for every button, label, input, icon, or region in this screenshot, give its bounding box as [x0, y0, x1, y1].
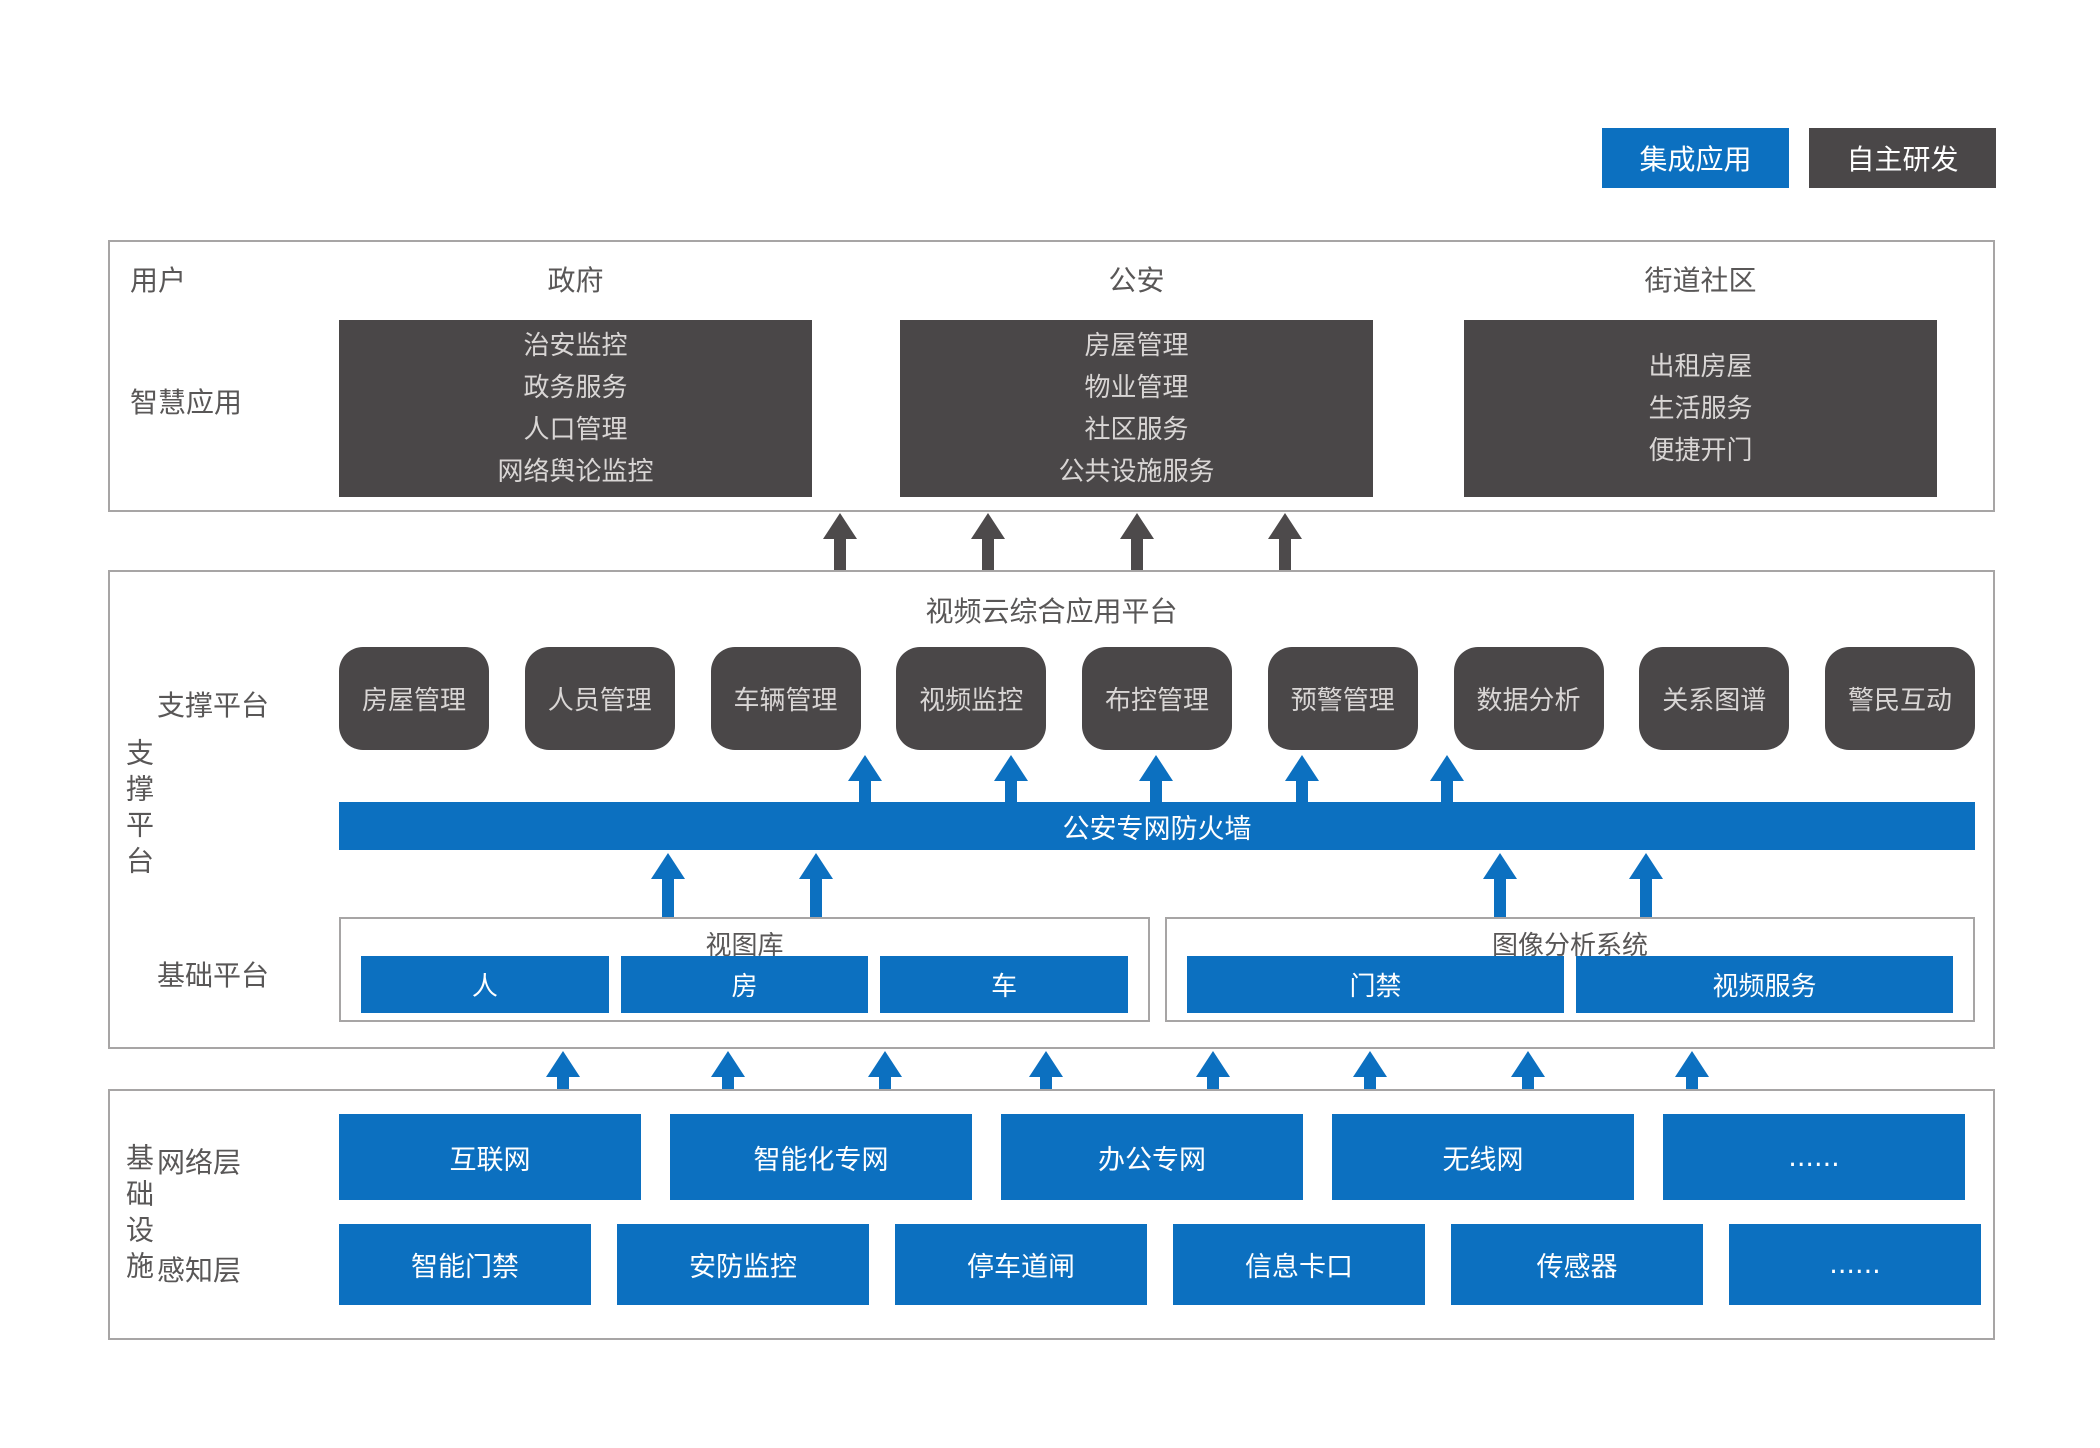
up-arrow-icon	[1120, 513, 1154, 570]
column-header-police: 公安	[1108, 264, 1165, 297]
up-arrow-icon	[1139, 755, 1173, 802]
up-arrow-icon	[1675, 1051, 1709, 1089]
up-arrow-icon	[711, 1051, 745, 1089]
column-header-community: 街道社区	[1644, 264, 1757, 297]
row-label-perception-layer: 感知层	[157, 1254, 242, 1287]
app-item: 生活服务	[1648, 393, 1753, 424]
legend-integrated-app: 集成应用	[1602, 128, 1789, 188]
module-data-analysis: 数据分析	[1453, 647, 1604, 750]
network-wireless: 无线网	[1332, 1114, 1634, 1200]
app-item: 社区服务	[1084, 414, 1189, 445]
up-arrow-icon	[868, 1051, 902, 1089]
module-police-citizen: 警民互动	[1825, 647, 1975, 750]
up-arrow-icon	[994, 755, 1028, 802]
module-warning-mgmt: 预警管理	[1267, 647, 1418, 750]
support-modules-row: 房屋管理 人员管理 车辆管理 视频监控 布控管理 预警管理 数据分析 关系图谱 …	[339, 647, 1975, 750]
sense-smart-access: 智能门禁	[339, 1224, 591, 1305]
app-item: 公共设施服务	[1058, 456, 1215, 487]
app-item: 出租房屋	[1648, 351, 1753, 382]
perception-layer-row: 智能门禁 安防监控 停车道闸 信息卡口 传感器 ......	[339, 1224, 1981, 1305]
image-analysis-bars: 门禁 视频服务	[1187, 956, 1953, 1013]
sense-more: ......	[1729, 1224, 1981, 1305]
column-header-government: 政府	[547, 264, 604, 297]
sense-info-checkpoint: 信息卡口	[1173, 1224, 1425, 1305]
up-arrow-icon	[1430, 755, 1464, 802]
row-label-base-platform: 基础平台	[157, 959, 270, 992]
app-item: 人口管理	[523, 414, 628, 445]
app-item: 政务服务	[523, 372, 628, 403]
up-arrow-icon	[1196, 1051, 1230, 1089]
network-more: ......	[1663, 1114, 1965, 1200]
module-vehicle-mgmt: 车辆管理	[710, 647, 861, 750]
image-analysis-box: 图像分析系统 门禁 视频服务	[1165, 917, 1975, 1022]
platform-title: 视频云综合应用平台	[925, 595, 1178, 628]
apps-box-community: 出租房屋 生活服务 便捷开门	[1464, 320, 1937, 497]
users-apps-panel: 用户 智慧应用 政府 公安 街道社区 治安监控 政务服务 人口管理 网络舆论监控…	[108, 240, 1995, 512]
module-control-mgmt: 布控管理	[1082, 647, 1232, 750]
side-label-support-platform: 支撑平台	[122, 737, 155, 882]
up-arrow-icon	[799, 853, 833, 917]
apps-box-police: 房屋管理 物业管理 社区服务 公共设施服务	[900, 320, 1373, 497]
view-library-box: 视图库 人 房 车	[339, 917, 1150, 1022]
module-video-monitor: 视频监控	[896, 647, 1047, 750]
module-person-mgmt: 人员管理	[524, 647, 675, 750]
up-arrow-icon	[971, 513, 1005, 570]
app-item: 物业管理	[1084, 372, 1189, 403]
up-arrow-icon	[546, 1051, 580, 1089]
network-office-private: 办公专网	[1001, 1114, 1303, 1200]
up-arrow-icon	[1629, 853, 1663, 917]
sense-parking-gate: 停车道闸	[895, 1224, 1147, 1305]
bar-house: 房	[620, 956, 869, 1013]
up-arrow-icon	[1285, 755, 1319, 802]
network-layer-row: 互联网 智能化专网 办公专网 无线网 ......	[339, 1114, 1965, 1200]
sense-security-monitor: 安防监控	[617, 1224, 869, 1305]
up-arrow-icon	[1029, 1051, 1063, 1089]
sense-sensor: 传感器	[1451, 1224, 1703, 1305]
app-item: 房屋管理	[1084, 330, 1189, 361]
app-item: 便捷开门	[1648, 435, 1753, 466]
row-label-network-layer: 网络层	[157, 1146, 242, 1179]
bar-vehicle: 车	[880, 956, 1129, 1013]
infrastructure-panel: 基础设施 网络层 互联网 智能化专网 办公专网 无线网 ...... 感知层 智…	[108, 1089, 1995, 1340]
firewall-bar: 公安专网防火墙	[339, 802, 1975, 850]
up-arrow-icon	[823, 513, 857, 570]
module-relation-graph: 关系图谱	[1639, 647, 1790, 750]
bar-video-service: 视频服务	[1576, 956, 1953, 1013]
view-library-bars: 人 房 车	[361, 956, 1129, 1013]
up-arrow-icon	[1353, 1051, 1387, 1089]
module-house-mgmt: 房屋管理	[339, 647, 489, 750]
up-arrow-icon	[651, 853, 685, 917]
app-item: 网络舆论监控	[497, 456, 654, 487]
up-arrow-icon	[1483, 853, 1517, 917]
network-intelligent-private: 智能化专网	[670, 1114, 972, 1200]
row-label-smart-apps: 智慧应用	[130, 386, 243, 419]
app-item: 治安监控	[523, 330, 628, 361]
network-internet: 互联网	[339, 1114, 641, 1200]
bar-person: 人	[361, 956, 609, 1013]
row-label-users: 用户	[130, 264, 187, 297]
support-platform-panel: 支撑平台 视频云综合应用平台 支撑平台 房屋管理 人员管理 车辆管理 视频监控 …	[108, 570, 1995, 1049]
row-label-support: 支撑平台	[157, 689, 270, 722]
apps-box-government: 治安监控 政务服务 人口管理 网络舆论监控	[339, 320, 812, 497]
side-label-infrastructure: 基础设施	[122, 1142, 155, 1287]
bar-access-control: 门禁	[1187, 956, 1564, 1013]
up-arrow-icon	[848, 755, 882, 802]
up-arrow-icon	[1511, 1051, 1545, 1089]
legend-self-developed: 自主研发	[1809, 128, 1996, 188]
up-arrow-icon	[1268, 513, 1302, 570]
